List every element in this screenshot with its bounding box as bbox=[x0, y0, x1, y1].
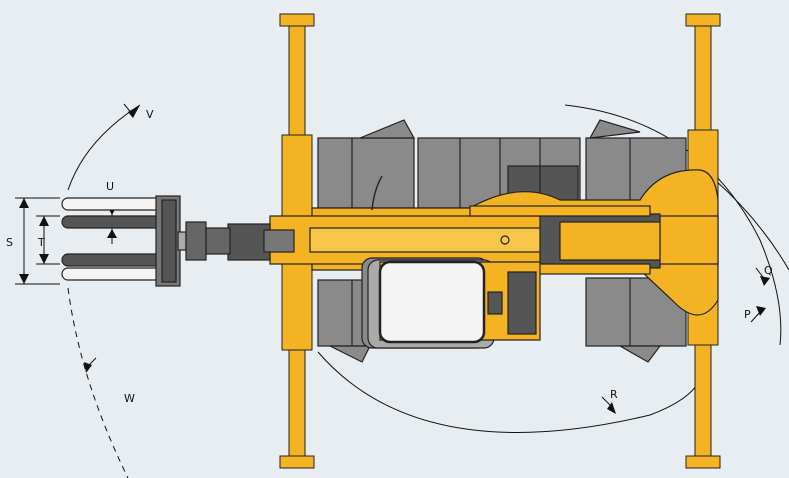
arrowheads bbox=[19, 105, 770, 414]
label-s: S bbox=[6, 236, 13, 249]
label-u: U bbox=[106, 180, 114, 193]
fork-top bbox=[61, 215, 163, 229]
cab-window bbox=[378, 260, 486, 344]
fork-outline-top bbox=[61, 197, 163, 211]
arc-v bbox=[67, 104, 141, 191]
forks bbox=[61, 195, 207, 287]
label-p: P bbox=[744, 308, 751, 321]
dimension-labels: V U S T W Q P R bbox=[6, 108, 773, 405]
label-v: V bbox=[146, 108, 154, 121]
cab bbox=[361, 257, 541, 349]
label-w: W bbox=[124, 392, 135, 405]
arc-w bbox=[67, 287, 129, 478]
arc-r bbox=[317, 351, 701, 433]
label-q: Q bbox=[764, 264, 773, 277]
track-top-left bbox=[317, 137, 415, 209]
label-r: R bbox=[610, 388, 618, 401]
boom-head bbox=[227, 223, 271, 261]
label-t: T bbox=[37, 236, 45, 249]
fork-outline-bottom bbox=[61, 267, 163, 281]
arc-pq bbox=[564, 104, 782, 346]
arc-q bbox=[714, 179, 789, 271]
boom bbox=[205, 169, 719, 316]
fork-bottom bbox=[61, 253, 163, 267]
track-bottom-right bbox=[585, 277, 687, 347]
